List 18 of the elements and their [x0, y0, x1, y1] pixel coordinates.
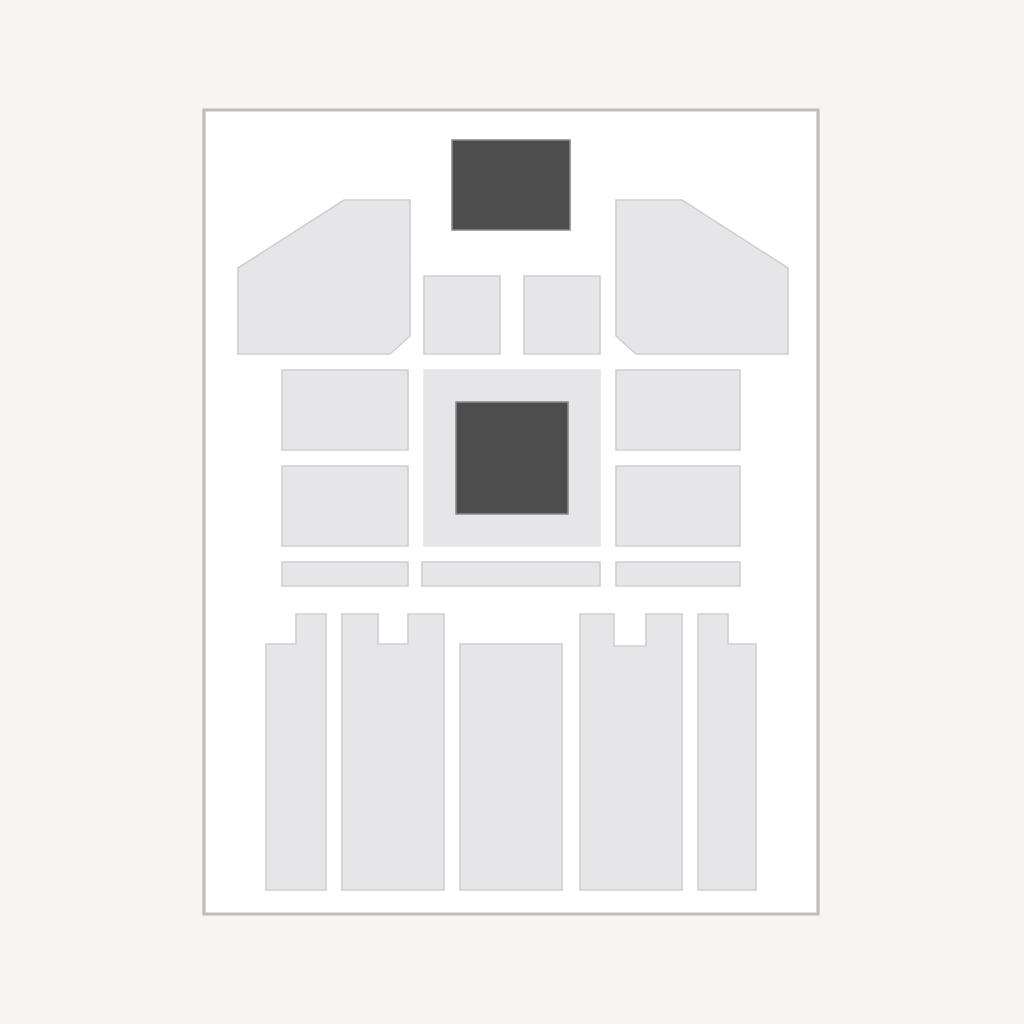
panel-box	[523, 275, 601, 355]
panel-shape	[615, 199, 789, 355]
notched-bar	[265, 613, 327, 891]
dark-square	[455, 401, 569, 515]
notched-bar	[697, 613, 757, 891]
notched-bar	[341, 613, 445, 891]
panel-box	[421, 561, 601, 587]
panel-box	[615, 561, 741, 587]
panel-box	[615, 465, 741, 547]
panel-box	[423, 275, 501, 355]
notched-bar	[579, 613, 683, 891]
panel-box	[281, 561, 409, 587]
panel-box	[615, 369, 741, 451]
dark-square	[451, 139, 571, 231]
panel-box	[281, 369, 409, 451]
panel-shape	[237, 199, 411, 355]
column-bar	[459, 643, 563, 891]
panel-box	[281, 465, 409, 547]
